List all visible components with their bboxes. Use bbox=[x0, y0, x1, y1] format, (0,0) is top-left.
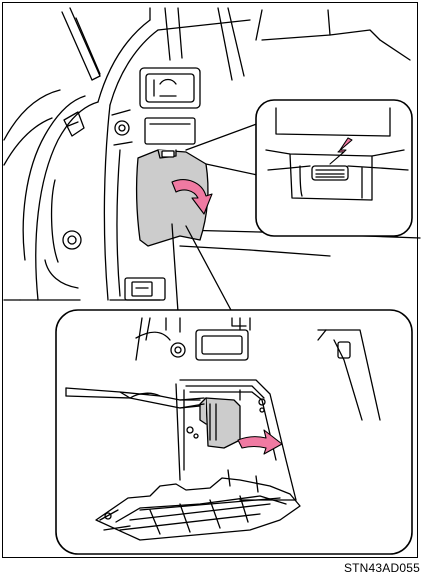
removal-detail-inset bbox=[56, 224, 412, 554]
tab-detail-inset bbox=[186, 100, 412, 236]
figure-code-label: STN43AD055 bbox=[344, 561, 420, 575]
